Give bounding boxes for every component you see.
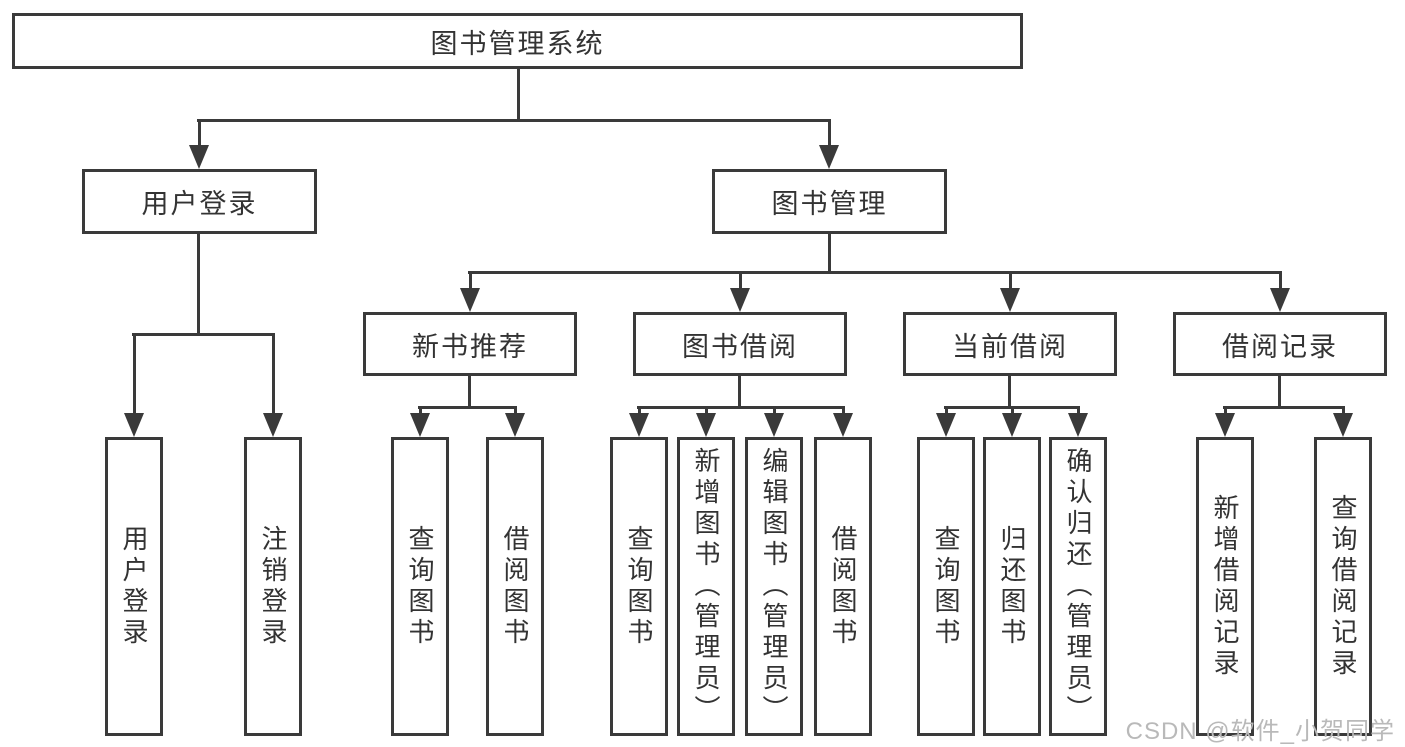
node-user-login: 用户登录: [82, 169, 317, 234]
node-borrowing-records: 借阅记录: [1173, 312, 1387, 376]
arrow-down-to-leaf-user-login: [124, 333, 144, 437]
leaf-add-borrow-record: 新增借阅记录: [1196, 437, 1254, 736]
leaf-query-books-recommend: 查询图书: [391, 437, 449, 736]
arrow-down-leaf: [696, 406, 716, 437]
arrow-down-leaf: [1215, 406, 1235, 437]
connector-book-borrowing-stem: [738, 376, 741, 409]
leaf-borrow-books-recommend: 借阅图书: [486, 437, 544, 736]
arrow-down-leaf: [410, 406, 430, 437]
connector-borrowing-records-stem: [1278, 376, 1281, 409]
connector-root-stem: [517, 69, 520, 119]
node-new-book-recommend: 新书推荐: [363, 312, 577, 376]
leaf-borrow-books-borrowing: 借阅图书: [814, 437, 872, 736]
arrow-down-to-borrowing-records: [1270, 271, 1290, 312]
arrow-down-leaf: [505, 406, 525, 437]
arrow-down-to-user-login: [189, 119, 209, 169]
arrow-down-to-current-borrowing: [1000, 271, 1020, 312]
leaf-query-books-borrowing: 查询图书: [610, 437, 668, 736]
arrow-down-to-new-book-recommend: [460, 271, 480, 312]
leaf-confirm-return-admin: 确认归还（管理员）: [1049, 437, 1107, 736]
csdn-watermark: CSDN @软件_小贺同学: [1125, 718, 1395, 745]
connector-book-management-bar: [468, 271, 1282, 274]
connector-current-borrowing-stem: [1008, 376, 1011, 409]
arrow-down-to-book-borrowing: [730, 271, 750, 312]
connector-new-book-bar: [418, 406, 517, 409]
node-book-borrowing: 图书借阅: [633, 312, 847, 376]
arrow-down-leaf: [1068, 406, 1088, 437]
leaf-query-borrow-record: 查询借阅记录: [1314, 437, 1372, 736]
arrow-down-leaf: [1333, 406, 1353, 437]
leaf-logout: 注销登录: [244, 437, 302, 736]
arrow-down-leaf: [629, 406, 649, 437]
leaf-add-book-admin: 新增图书（管理员）: [677, 437, 735, 736]
leaf-user-login: 用户登录: [105, 437, 163, 736]
connector-book-borrowing-bar: [637, 406, 845, 409]
arrow-down-leaf: [764, 406, 784, 437]
connector-borrowing-records-bar: [1223, 406, 1345, 409]
leaf-edit-book-admin: 编辑图书（管理员）: [745, 437, 803, 736]
connector-new-book-stem: [468, 376, 471, 409]
arrow-down-leaf: [1002, 406, 1022, 437]
node-current-borrowing: 当前借阅: [903, 312, 1117, 376]
arrow-down-to-leaf-logout: [263, 333, 283, 437]
connector-book-management-stem: [828, 234, 831, 274]
leaf-return-books: 归还图书: [983, 437, 1041, 736]
connector-user-login-stem: [197, 234, 200, 336]
node-book-management: 图书管理: [712, 169, 947, 234]
arrow-down-leaf: [833, 406, 853, 437]
connector-user-login-bar: [132, 333, 275, 336]
arrow-down-to-book-management: [819, 119, 839, 169]
arrow-down-leaf: [936, 406, 956, 437]
leaf-query-books-current: 查询图书: [917, 437, 975, 736]
connector-root-bar: [197, 119, 831, 122]
root-node-library-management-system: 图书管理系统: [12, 13, 1023, 69]
